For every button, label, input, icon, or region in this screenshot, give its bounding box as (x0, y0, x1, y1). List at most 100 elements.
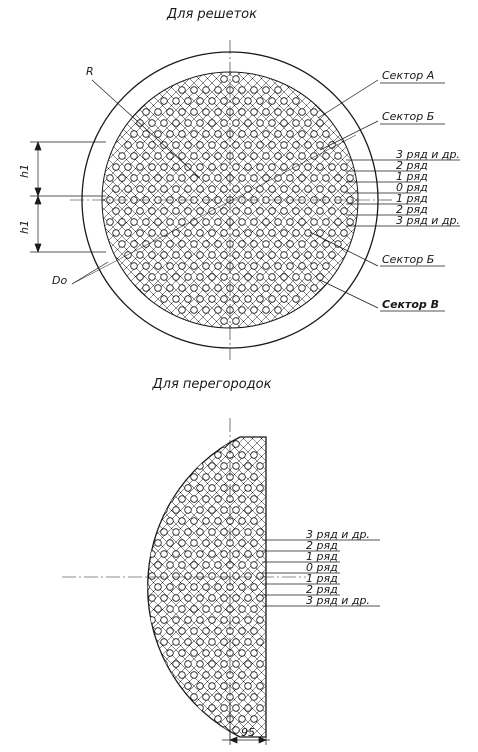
tube-hole (238, 715, 246, 723)
tube-hole (148, 207, 156, 215)
width-dimension-value: 95 (241, 726, 255, 739)
tube-hole (137, 661, 144, 668)
tube-hole (244, 251, 252, 259)
tube-hole (346, 218, 354, 226)
tube-hole (340, 207, 348, 215)
tube-hole (256, 638, 264, 646)
tube-hole (214, 495, 222, 503)
tube-hole (274, 152, 282, 160)
tube-hole (340, 229, 348, 237)
tube-hole (214, 561, 222, 569)
lattice-line (356, 407, 478, 752)
row-label: 1 ряд (396, 192, 428, 205)
tube-hole (322, 174, 330, 182)
tube-hole (214, 262, 222, 270)
tube-hole (131, 562, 138, 569)
tube-hole (298, 262, 306, 270)
tube-hole (220, 229, 228, 237)
tube-hole (124, 229, 132, 237)
tube-hole (256, 273, 264, 281)
tube-hole (262, 174, 270, 182)
tube-hole (142, 218, 150, 226)
tube-hole (119, 496, 126, 503)
tube-hole (292, 163, 300, 171)
tube-hole (244, 550, 252, 558)
tube-hole (184, 484, 192, 492)
tube-hole (190, 86, 198, 94)
tube-hole (322, 240, 330, 248)
lattice-line (347, 407, 478, 752)
h1-dimension (30, 141, 106, 253)
tube-hole (95, 584, 102, 591)
tube-hole (196, 185, 204, 193)
lattice-line (0, 407, 59, 752)
lattice-line (147, 437, 266, 737)
tube-hole (232, 462, 240, 470)
lattice-line (147, 437, 266, 737)
tube-hole (119, 562, 126, 569)
tube-hole (172, 660, 180, 668)
tube-hole (214, 451, 222, 459)
tube-hole (256, 528, 264, 536)
tube-hole (238, 671, 246, 679)
lattice-line (0, 407, 68, 752)
tube-hole (220, 97, 228, 105)
tube-hole (202, 108, 210, 116)
lattice-line (147, 437, 266, 737)
tube-hole (274, 108, 282, 116)
lattice-line (0, 46, 60, 353)
tube-hole (208, 273, 216, 281)
lattice-line (0, 407, 104, 752)
tube-hole (113, 573, 120, 580)
tube-hole (250, 262, 258, 270)
tube-hole (250, 473, 258, 481)
tube-hole (214, 539, 222, 547)
lattice-line (211, 72, 358, 328)
tube-hole (334, 174, 342, 182)
tube-hole (304, 119, 312, 127)
tube-hole (125, 639, 132, 646)
tube-hole (147, 583, 150, 591)
tube-hole (166, 262, 174, 270)
tube-hole (268, 97, 276, 105)
sector-a-label: Сектор А (382, 69, 434, 82)
tube-hole (190, 561, 198, 569)
tube-hole (250, 671, 258, 679)
tube-hole (262, 284, 270, 292)
tube-hole (316, 273, 324, 281)
lattice-line (347, 407, 478, 752)
lattice-line (374, 407, 478, 752)
tube-hole (214, 130, 222, 138)
tube-hole (298, 152, 306, 160)
tube-hole (184, 704, 192, 712)
tube-hole (178, 627, 186, 635)
tube-hole (232, 75, 240, 83)
tube-hole (136, 141, 144, 149)
row-label: 1 ряд (306, 550, 338, 563)
tube-hole (274, 86, 282, 94)
tube-hole (83, 584, 90, 591)
tube-hole (292, 229, 300, 237)
tube-hole (256, 251, 264, 259)
tube-hole (190, 284, 198, 292)
row-label: 3 ряд и др. (306, 594, 370, 607)
tube-hole (232, 229, 240, 237)
tube-hole (214, 473, 222, 481)
lattice-line (0, 407, 113, 752)
tube-hole (95, 562, 102, 569)
tube-hole (244, 229, 252, 237)
tube-hole (232, 317, 240, 325)
tube-hole (178, 262, 186, 270)
lattice-line (320, 407, 478, 752)
tube-hole (154, 174, 162, 182)
tube-hole (196, 295, 204, 303)
tube-hole (172, 462, 180, 470)
tube-hole (160, 704, 168, 712)
tube-hole (196, 528, 204, 536)
tube-hole (202, 473, 210, 481)
tube-hole (214, 108, 222, 116)
lattice-line (147, 437, 266, 737)
tube-hole (238, 583, 246, 591)
lattice-line (265, 437, 266, 737)
tube-hole (262, 108, 270, 116)
